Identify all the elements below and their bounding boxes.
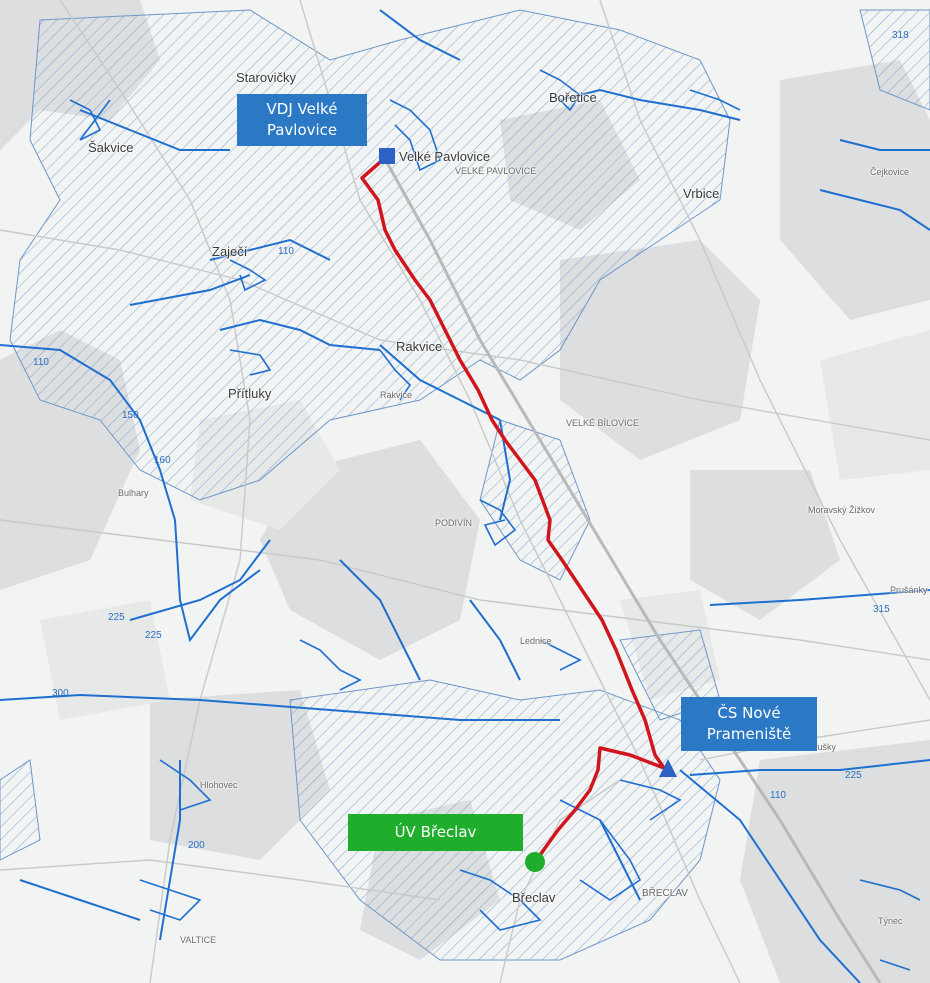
place-lednice: Lednice <box>520 636 552 646</box>
place-velke-bilovice: VELKÉ BÍLOVICE <box>566 418 640 428</box>
pipe-label: 160 <box>154 455 171 466</box>
pipe-label: 225 <box>108 612 125 623</box>
place-prusanky: Prušánky <box>890 585 928 595</box>
place-vrbice: Vrbice <box>683 186 720 201</box>
vdj-callout-line1: VDJ Velké <box>266 100 338 118</box>
red-pipeline-route <box>360 155 666 769</box>
place-rakvice: Rakvice <box>396 339 443 354</box>
place-bulhary: Bulhary <box>118 488 149 498</box>
pipe-label: 315 <box>873 604 890 615</box>
vdj-callout-line2: Pavlovice <box>266 121 338 139</box>
water-network <box>0 9 930 983</box>
place-velke-pavlovice-small: VELKÉ PAVLOVICE <box>455 166 537 176</box>
pipe-label: 150 <box>122 410 139 421</box>
settlement-clusters <box>69 69 921 971</box>
uv-breclav-callout[interactable]: ÚV Břeclav <box>348 814 523 851</box>
uv-marker[interactable] <box>525 852 545 872</box>
place-sakvice: Šakvice <box>88 140 134 155</box>
place-breclav-caps: BŘECLAV <box>642 888 688 899</box>
place-hlohovec: Hlohovec <box>200 780 238 790</box>
place-cejkovice: Čejkovice <box>870 167 910 177</box>
pipe-label: 318 <box>892 30 909 41</box>
place-hruky: Hrušky <box>808 742 837 752</box>
vdj-marker[interactable] <box>379 148 395 164</box>
place-valtice: VALTICE <box>180 935 217 945</box>
cs-callout-line1: ČS Nové <box>717 704 781 722</box>
place-moravsky-zizkov: Moravský Žižkov <box>808 505 876 515</box>
pipe-label: 225 <box>845 770 862 781</box>
place-tynec: Týnec <box>878 916 903 926</box>
uv-callout-label: ÚV Břeclav <box>394 823 477 841</box>
place-borice: Bořetice <box>549 90 597 105</box>
place-starovicky: Starovičky <box>236 70 296 85</box>
place-prituluky: Přítluky <box>228 386 272 401</box>
place-velke-pavlovice: Velké Pavlovice <box>399 149 491 164</box>
place-podivin: PODIVÍN <box>435 518 473 528</box>
pipe-label: 300 <box>52 688 69 699</box>
place-breclav: Břeclav <box>512 890 556 905</box>
pipe-label: 110 <box>33 357 49 368</box>
pipe-label: 200 <box>188 840 205 851</box>
pipe-label: 110 <box>278 246 294 257</box>
cs-callout-line2: Prameniště <box>706 725 792 743</box>
pipe-label: 110 <box>770 790 786 801</box>
place-zajeci: Zaječí <box>212 244 248 259</box>
railway <box>378 149 882 983</box>
red-pipeline-branch <box>533 746 665 864</box>
cs-marker[interactable] <box>659 759 677 777</box>
place-rakvice-small: Rakvice <box>380 390 413 400</box>
cs-nove-pramenistie-callout[interactable]: ČS Nové Prameniště <box>681 697 817 751</box>
vdj-velke-pavlovice-callout[interactable]: VDJ Velké Pavlovice <box>237 94 367 146</box>
pipe-label: 225 <box>145 630 162 641</box>
